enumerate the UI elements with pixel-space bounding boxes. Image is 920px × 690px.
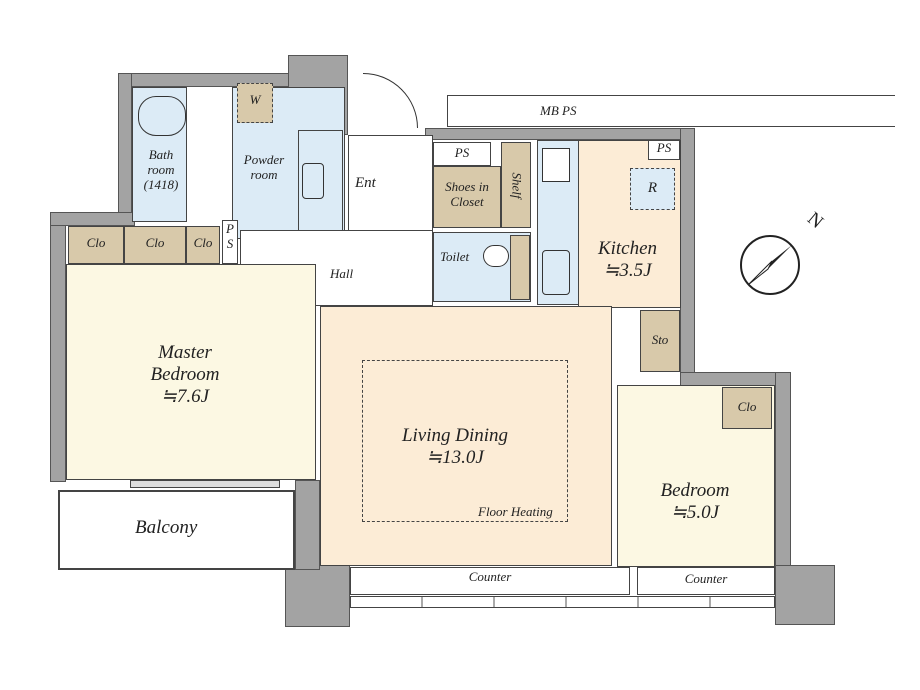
wall: [680, 128, 695, 378]
fridge-space: [630, 168, 675, 210]
washer-space: [237, 83, 273, 123]
shelf-label: Shelf: [509, 172, 525, 199]
bedroom-closet-label: Clo: [737, 399, 757, 414]
counter-living-label: Counter: [468, 569, 512, 584]
bath-name: Bath: [148, 147, 174, 162]
balcony: [58, 490, 295, 570]
window-sash: [130, 480, 280, 488]
floor-heating-label: Floor Heating: [478, 504, 553, 519]
closet-label: Clo: [193, 235, 213, 250]
bedroom-name: Bedroom: [660, 480, 730, 501]
floor-heating-area: [362, 360, 568, 522]
closet: [186, 226, 220, 264]
master-bedroom: [66, 264, 316, 480]
mbps-label: MB PS: [540, 103, 577, 118]
living-name: Living Dining: [401, 425, 509, 446]
master-area: ≒7.6J: [160, 385, 210, 407]
kitchen: [578, 140, 681, 308]
kitchen-name: Kitchen: [597, 238, 658, 259]
sink-icon: [302, 163, 324, 199]
ps-kitchen: [648, 140, 680, 160]
balcony-label: Balcony: [135, 517, 198, 538]
compass-needle-icon: [747, 245, 792, 286]
storage-label: Sto: [651, 332, 669, 347]
ps-kitchen-label: PS: [656, 140, 672, 155]
compass-icon: [740, 235, 800, 295]
wall: [50, 212, 135, 226]
counter-bedroom: [637, 567, 775, 595]
ps-top-label: PS: [454, 145, 470, 160]
toilet-label: Toilet: [440, 249, 470, 264]
shoes-name: Shoes in: [445, 179, 489, 194]
wall: [680, 372, 790, 386]
toilet-shelf: [510, 235, 530, 300]
bathtub-icon: [138, 96, 186, 136]
master-name: Master: [158, 342, 212, 363]
compass-label: N: [803, 208, 828, 234]
closet-label: Clo: [145, 235, 165, 250]
toilet-icon: [483, 245, 509, 267]
counter-bedroom-label: Counter: [684, 571, 728, 586]
bedroom-closet: [722, 387, 772, 429]
wall-pillar: [285, 565, 350, 627]
window-sash: [350, 596, 775, 608]
entrance-label: Ent: [355, 175, 376, 191]
wall: [425, 128, 695, 140]
vanity: [298, 130, 343, 233]
shoes-in-closet: [433, 166, 501, 228]
shelf: [501, 142, 531, 228]
closet: [68, 226, 124, 264]
bath-name2: room: [147, 161, 175, 177]
stove-icon: [542, 148, 570, 182]
counter-living: [350, 567, 630, 595]
wall: [118, 73, 132, 223]
kitchen-label: Kitchen≒3.5J: [585, 238, 670, 282]
living-dining: [320, 306, 612, 566]
wall: [295, 480, 320, 570]
powder-name: Powder: [243, 152, 285, 167]
ps-shaft: [433, 142, 491, 166]
living-label: Living Dining≒13.0J: [380, 425, 530, 469]
kitchen-sink-icon: [542, 250, 570, 295]
closet: [124, 226, 186, 264]
bedroom-area: ≒5.0J: [670, 501, 720, 523]
ps-vertical: [222, 220, 238, 264]
kitchen-area: ≒3.5J: [603, 259, 652, 281]
shoes-name2: Closet: [450, 193, 484, 209]
bedroom-label: Bedroom≒5.0J: [630, 480, 760, 524]
storage: [640, 310, 680, 372]
ps-vertical-label: P S: [226, 221, 234, 251]
powder-name2: room: [250, 166, 278, 182]
wall-pillar: [775, 565, 835, 625]
closet-label: Clo: [86, 235, 106, 250]
fridge-label: R: [647, 180, 658, 196]
washer-label: W: [249, 92, 261, 107]
mb-ps: [447, 95, 895, 127]
living-area: ≒13.0J: [426, 446, 484, 468]
hall-label: Hall: [330, 266, 354, 281]
front-door-swing[interactable]: [363, 73, 418, 128]
wall: [50, 212, 66, 482]
master-name2: Bedroom: [150, 363, 220, 385]
bath-size: (1418): [143, 176, 179, 192]
